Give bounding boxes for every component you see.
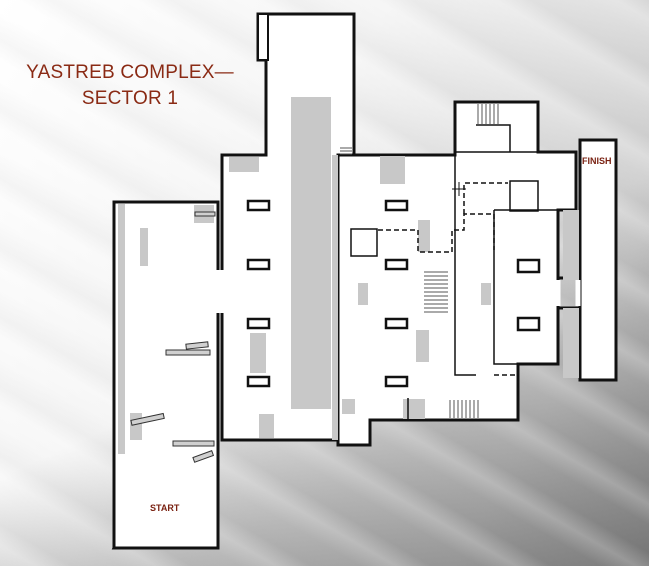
pillar (516, 316, 541, 332)
pillar (516, 258, 541, 274)
pillar (246, 258, 271, 271)
pillar (384, 375, 409, 388)
stairs-south (449, 400, 479, 418)
ne-room (509, 180, 539, 212)
east-wall-strip-1 (563, 210, 579, 280)
main-hall (336, 100, 578, 447)
fixture-l (481, 283, 491, 305)
pillar (384, 199, 409, 212)
partition-center (454, 152, 476, 376)
fixture-g (342, 399, 355, 414)
route-path-2 (463, 182, 508, 214)
finish-room (578, 138, 618, 382)
start-wing-room (112, 200, 220, 550)
fixture-i (418, 220, 430, 252)
pillar (384, 317, 409, 330)
start-wall-strip (118, 204, 125, 454)
finish-label: FINISH (582, 156, 612, 166)
map-title-line-2: SECTOR 1 (81, 88, 179, 109)
fixture-c (140, 228, 148, 266)
fixture-k (416, 330, 429, 362)
small-room (350, 228, 378, 257)
partition-east-2 (493, 210, 518, 365)
fixture-f (259, 414, 274, 438)
pillar (246, 375, 271, 388)
route-path-1 (378, 213, 494, 253)
debris (165, 349, 211, 356)
fixture-b (380, 156, 405, 184)
pillar (384, 258, 409, 271)
fixture-m (130, 413, 142, 440)
fixture-j (358, 283, 368, 305)
pillar (246, 199, 271, 212)
crosshair-icon (452, 182, 466, 196)
map-title: YASTREB COMPLEX— SECTOR 1 (20, 60, 240, 112)
fixture-h (403, 399, 425, 419)
debris (130, 412, 165, 426)
east-wall-strip-2 (563, 308, 579, 378)
stairs-north (477, 104, 499, 124)
debris (192, 450, 215, 463)
stairs-west (340, 147, 352, 155)
debris (172, 440, 215, 447)
debris (185, 341, 209, 350)
start-label: START (150, 503, 180, 513)
fixture-e (250, 333, 266, 373)
central-column (291, 97, 331, 409)
debris (194, 211, 216, 217)
partition-stair (476, 124, 511, 152)
pillar (246, 317, 271, 330)
hall-edge-strip (332, 155, 338, 440)
map-title-line-1: YASTREB COMPLEX— (26, 62, 234, 83)
route-path-4 (494, 374, 519, 398)
stairs-center (424, 271, 448, 313)
fixture-a (229, 157, 259, 172)
